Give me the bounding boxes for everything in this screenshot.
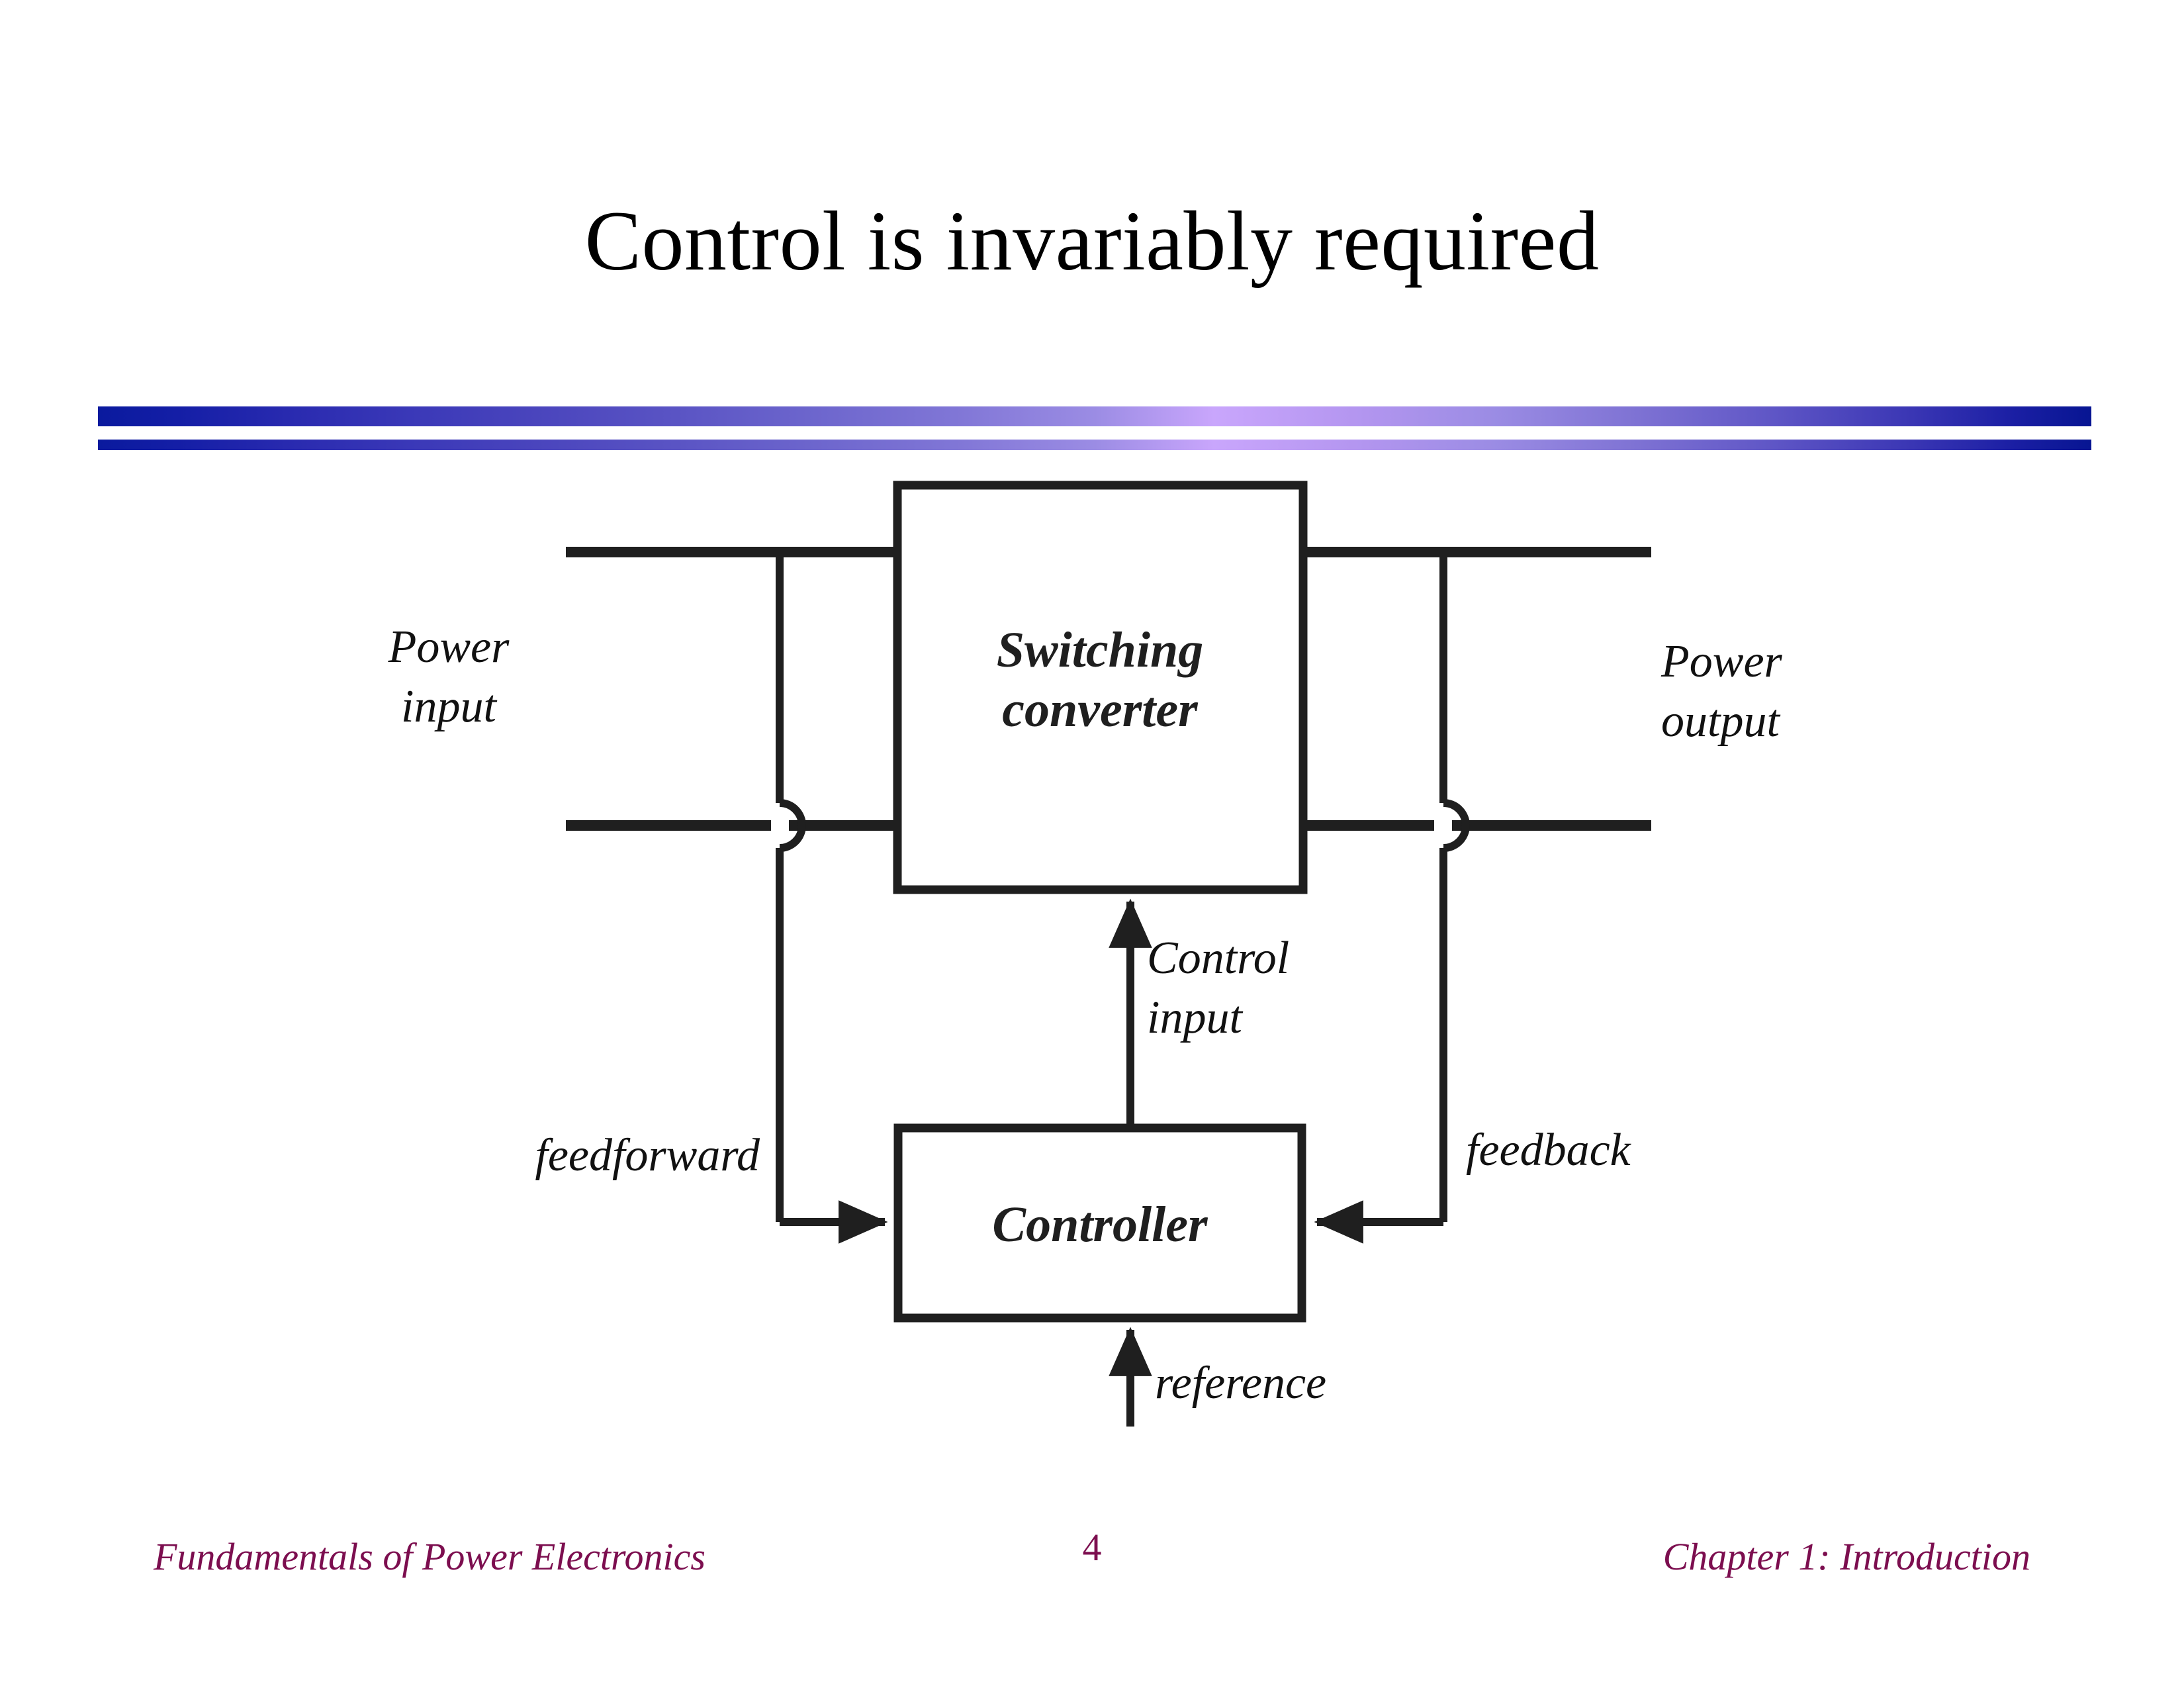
divider-bar-lower [98, 440, 2091, 450]
power-output-label-line1: Power [1661, 636, 1783, 687]
feedforward-wire-hop [779, 799, 806, 852]
controller-block [893, 1123, 1306, 1323]
feedforward-label: feedforward [535, 1130, 760, 1181]
feedback-label: feedback [1466, 1125, 1632, 1176]
footer-book-title: Fundamentals of Power Electronics [154, 1535, 705, 1578]
power-input-label-line2: input [401, 681, 497, 732]
power-input-label-line1: Power [388, 622, 510, 673]
footer-page-number: 4 [1082, 1526, 1102, 1569]
power-output-label-line2: output [1661, 696, 1780, 747]
switching-converter-label-line2: converter [1002, 682, 1199, 737]
controller-label: Controller [992, 1197, 1208, 1252]
feedback-wire-hop [1443, 799, 1470, 852]
divider-bar-upper [98, 406, 2091, 426]
title-divider [98, 406, 2091, 457]
control-input-label-line1: Control [1147, 933, 1289, 984]
reference-label: reference [1155, 1358, 1326, 1409]
footer-chapter: Chapter 1: Introduction [1662, 1535, 2030, 1578]
page-title: Control is invariably required [584, 194, 1600, 288]
control-input-label-line2: input [1147, 992, 1243, 1043]
switching-converter-block [893, 481, 1308, 894]
switching-converter-label-line1: Switching [997, 622, 1204, 678]
